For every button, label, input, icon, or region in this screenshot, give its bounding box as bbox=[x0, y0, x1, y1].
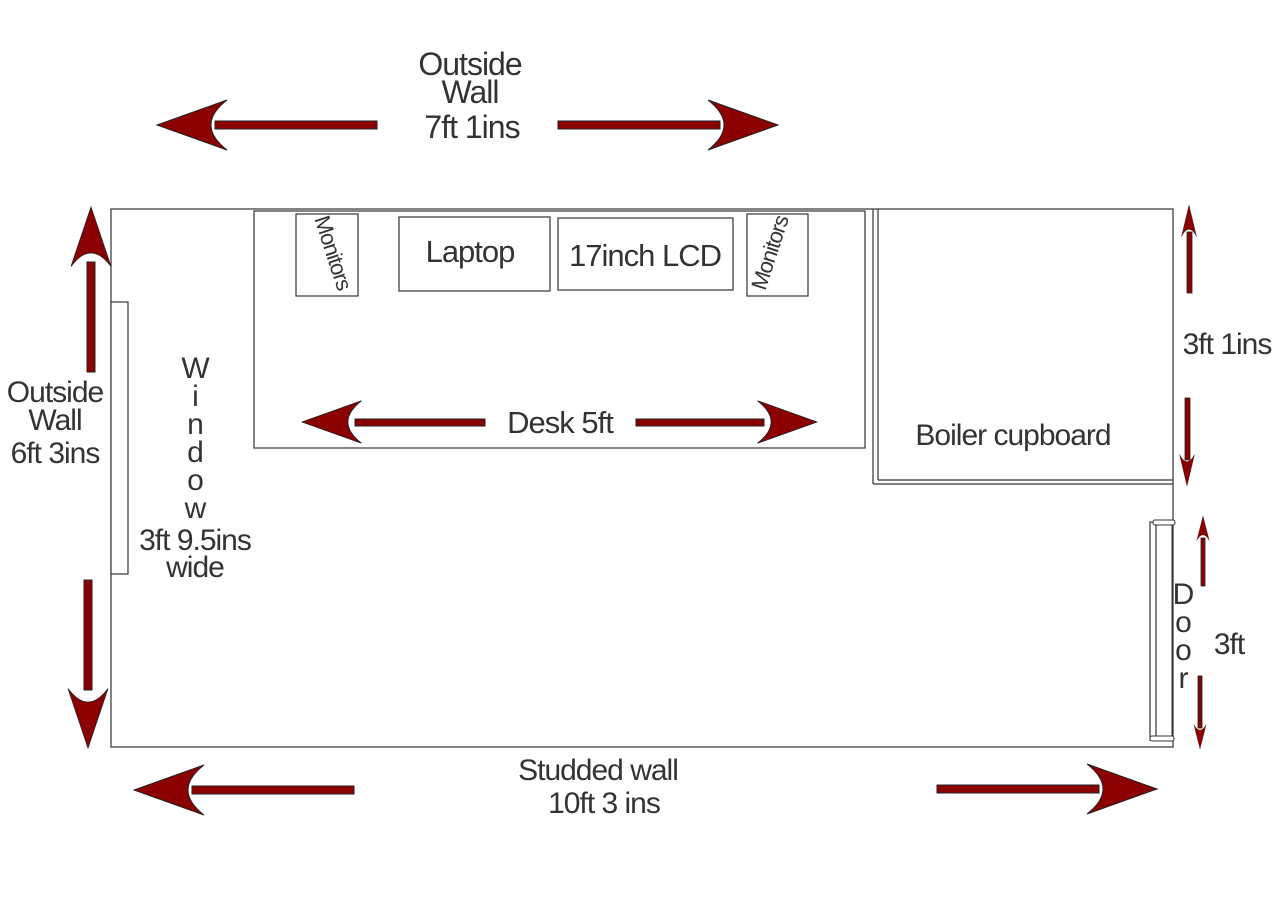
arrow-top-right bbox=[557, 99, 779, 151]
arrow-boiler-up bbox=[1181, 204, 1197, 294]
door-letter-4: r bbox=[1179, 662, 1189, 695]
door-letter-1: D bbox=[1173, 578, 1194, 611]
left-wall-label-line3: 6ft 3ins bbox=[11, 437, 100, 470]
boiler-label: Boiler cupboard bbox=[915, 419, 1110, 452]
window-size-line2: wide bbox=[165, 551, 224, 584]
top-wall-label-line2: Wall bbox=[441, 74, 498, 110]
window-label: W i n d o w 3ft 9.5ins wide bbox=[139, 352, 252, 584]
door-size-label: 3ft bbox=[1214, 628, 1246, 661]
window-letter-1: W bbox=[181, 352, 210, 385]
left-wall-label-line2: Wall bbox=[28, 404, 81, 437]
boiler-size-label: 3ft 1ins bbox=[1183, 328, 1272, 361]
bottom-wall-label-line1: Studded wall bbox=[518, 754, 678, 787]
desk-label: Desk 5ft bbox=[507, 405, 614, 440]
arrow-bottom-left bbox=[133, 764, 355, 816]
arrow-boiler-down bbox=[1179, 397, 1195, 487]
window-letter-5: o bbox=[187, 464, 203, 497]
top-wall-label-line1: Outside bbox=[418, 46, 521, 82]
top-wall-label: Outside Wall 7ft 1ins bbox=[418, 46, 522, 145]
window bbox=[110, 301, 129, 575]
monitor-right-label: Monitors bbox=[746, 212, 794, 293]
arrow-door-up bbox=[1196, 515, 1210, 587]
window-letter-2: i bbox=[192, 380, 198, 413]
laptop-box bbox=[398, 216, 551, 292]
monitor-left-label: Monitors bbox=[309, 213, 357, 294]
door-label: D o o r bbox=[1173, 578, 1195, 695]
arrow-left-up bbox=[70, 206, 112, 373]
boiler-cupboard bbox=[872, 209, 1173, 485]
door-letter-3: o bbox=[1175, 634, 1191, 667]
arrow-top-left bbox=[156, 99, 378, 151]
lcd-label: 17inch LCD bbox=[569, 238, 721, 273]
window-size-line1: 3ft 9.5ins bbox=[139, 524, 251, 557]
left-wall-label: Outside Wall 6ft 3ins bbox=[7, 376, 105, 470]
window-letter-4: d bbox=[187, 436, 203, 469]
arrow-door-down bbox=[1193, 675, 1207, 750]
lcd-box bbox=[557, 217, 734, 291]
door bbox=[1149, 519, 1176, 742]
laptop-label: Laptop bbox=[426, 234, 515, 269]
door-letter-2: o bbox=[1175, 606, 1191, 639]
window-letter-6: w bbox=[184, 492, 207, 525]
left-wall-label-line1: Outside bbox=[7, 376, 104, 409]
top-wall-label-line3: 7ft 1ins bbox=[424, 109, 519, 145]
arrow-left-down bbox=[67, 579, 109, 749]
desk bbox=[253, 210, 866, 449]
arrow-bottom-right bbox=[936, 763, 1158, 815]
arrow-desk-left bbox=[301, 400, 486, 444]
bottom-wall-label-line2: 10ft 3 ins bbox=[548, 787, 660, 820]
monitor-right-box bbox=[746, 213, 809, 297]
window-letter-3: n bbox=[187, 408, 203, 441]
monitor-left-box bbox=[295, 213, 359, 297]
arrow-desk-right bbox=[635, 400, 818, 444]
bottom-wall-label: Studded wall 10ft 3 ins bbox=[518, 754, 679, 820]
